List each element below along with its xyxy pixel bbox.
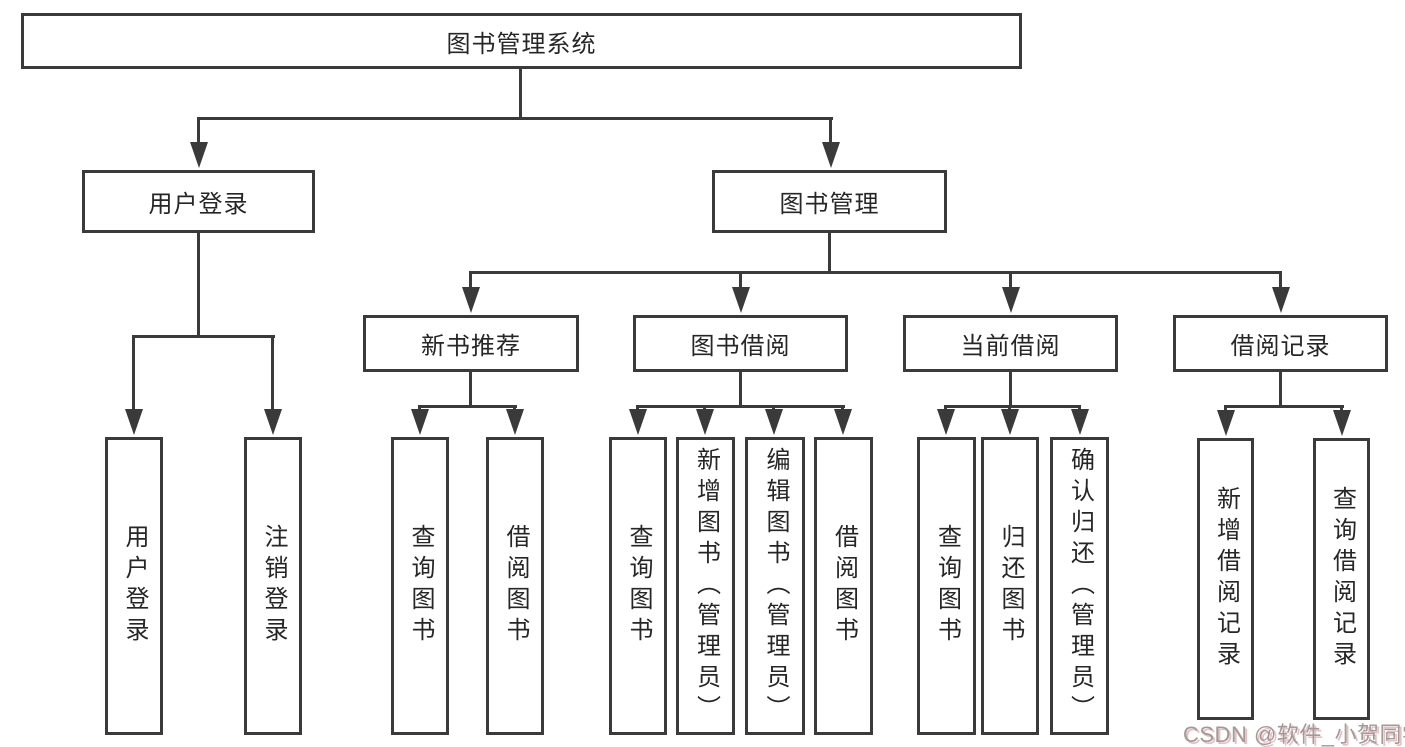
arrowhead-down-icon <box>462 287 480 313</box>
arrowhead-down-icon <box>834 409 852 435</box>
node-book-borrow: 图书借阅 <box>633 315 848 372</box>
arrowhead-down-icon <box>732 287 750 313</box>
leaf-borrow-query: 查询图书 <box>609 437 667 735</box>
leaf-user-login: 用户登录 <box>105 437 163 735</box>
connector-records-bar <box>1224 405 1344 408</box>
arrowhead-down-icon <box>937 409 955 435</box>
arrowhead-down-icon <box>1272 287 1290 313</box>
connector-drop <box>1279 273 1282 290</box>
arrowhead-down-icon <box>411 409 429 435</box>
leaf-borrow-add-admin-label: 新增图书（管理员） <box>692 446 720 726</box>
node-user-login-label: 用户登录 <box>148 191 249 218</box>
connector-newbook-bar <box>418 405 517 408</box>
leaf-logout: 注销登录 <box>244 437 302 735</box>
node-current-borrow-label: 当前借阅 <box>960 333 1061 360</box>
arrowhead-down-icon <box>629 409 647 435</box>
leaf-borrow-borrow-label: 借阅图书 <box>830 524 858 648</box>
arrowhead-down-icon <box>696 409 714 435</box>
arrowhead-down-icon <box>822 142 840 168</box>
node-root: 图书管理系统 <box>21 13 1022 69</box>
leaf-borrow-add-admin: 新增图书（管理员） <box>676 437 735 735</box>
leaf-records-query: 查询借阅记录 <box>1313 438 1370 720</box>
connector-current-bar <box>944 405 1081 408</box>
connector-borrow-bar <box>636 405 845 408</box>
connector-newbook-stem <box>469 372 472 408</box>
leaf-borrow-edit-admin-label: 编辑图书（管理员） <box>762 446 789 726</box>
node-current-borrow: 当前借阅 <box>903 315 1118 372</box>
arrowhead-down-icon <box>1002 287 1020 313</box>
leaf-user-login-label: 用户登录 <box>121 524 148 648</box>
leaf-borrow-borrow: 借阅图书 <box>814 437 873 735</box>
leaf-current-confirm-admin-label: 确认归还（管理员） <box>1066 446 1094 726</box>
connector-bookmgmt-bar <box>469 271 1282 274</box>
leaf-newbooks-query: 查询图书 <box>391 437 449 735</box>
arrowhead-down-icon <box>1333 410 1351 436</box>
connector-drop <box>271 337 274 413</box>
arrowhead-down-icon <box>190 142 208 168</box>
arrowhead-down-icon <box>506 409 524 435</box>
arrowhead-down-icon <box>1071 409 1089 435</box>
leaf-newbooks-borrow: 借阅图书 <box>486 437 544 735</box>
node-borrow-records: 借阅记录 <box>1173 315 1388 372</box>
arrowhead-down-icon <box>1217 410 1235 436</box>
leaf-newbooks-borrow-label: 借阅图书 <box>502 524 529 648</box>
leaf-current-query-label: 查询图书 <box>933 524 961 648</box>
connector-drop <box>469 273 472 290</box>
arrowhead-down-icon <box>1001 409 1019 435</box>
connector-userlogin-bar <box>132 335 275 338</box>
leaf-newbooks-query-label: 查询图书 <box>407 524 434 648</box>
node-user-login: 用户登录 <box>82 170 315 233</box>
connector-root-bar <box>197 117 833 120</box>
arrowhead-down-icon <box>264 409 282 435</box>
node-new-book-recommend-label: 新书推荐 <box>421 333 521 360</box>
connector-drop <box>1009 273 1012 290</box>
csdn-watermark: CSDN @软件_小贺同学 <box>1183 722 1405 747</box>
connector-bookmgmt-stem <box>828 233 831 274</box>
connector-borrow-stem <box>739 372 742 408</box>
node-root-label: 图书管理系统 <box>446 30 597 58</box>
leaf-borrow-query-label: 查询图书 <box>625 524 652 648</box>
connector-drop <box>197 119 200 145</box>
arrowhead-down-icon <box>125 409 143 435</box>
leaf-current-return-label: 归还图书 <box>997 524 1024 648</box>
connector-current-stem <box>1009 372 1012 408</box>
leaf-logout-label: 注销登录 <box>260 524 287 648</box>
connector-userlogin-stem <box>197 233 200 338</box>
leaf-current-return: 归还图书 <box>981 437 1039 735</box>
connector-records-stem <box>1279 372 1282 408</box>
leaf-records-add: 新增借阅记录 <box>1197 438 1254 720</box>
node-new-book-recommend: 新书推荐 <box>363 315 579 372</box>
leaf-current-confirm-admin: 确认归还（管理员） <box>1050 437 1109 735</box>
node-book-borrow-label: 图书借阅 <box>690 333 791 360</box>
connector-drop <box>132 337 135 413</box>
leaf-records-add-label: 新增借阅记录 <box>1212 486 1240 672</box>
arrowhead-down-icon <box>765 409 783 435</box>
node-book-management: 图书管理 <box>712 170 947 233</box>
leaf-borrow-edit-admin: 编辑图书（管理员） <box>745 437 805 735</box>
node-borrow-records-label: 借阅记录 <box>1230 333 1331 360</box>
connector-root-stem <box>519 69 522 119</box>
connector-drop <box>829 119 832 145</box>
leaf-current-query: 查询图书 <box>917 437 976 735</box>
connector-drop <box>739 273 742 290</box>
leaf-records-query-label: 查询借阅记录 <box>1328 486 1356 672</box>
node-book-management-label: 图书管理 <box>779 191 880 218</box>
